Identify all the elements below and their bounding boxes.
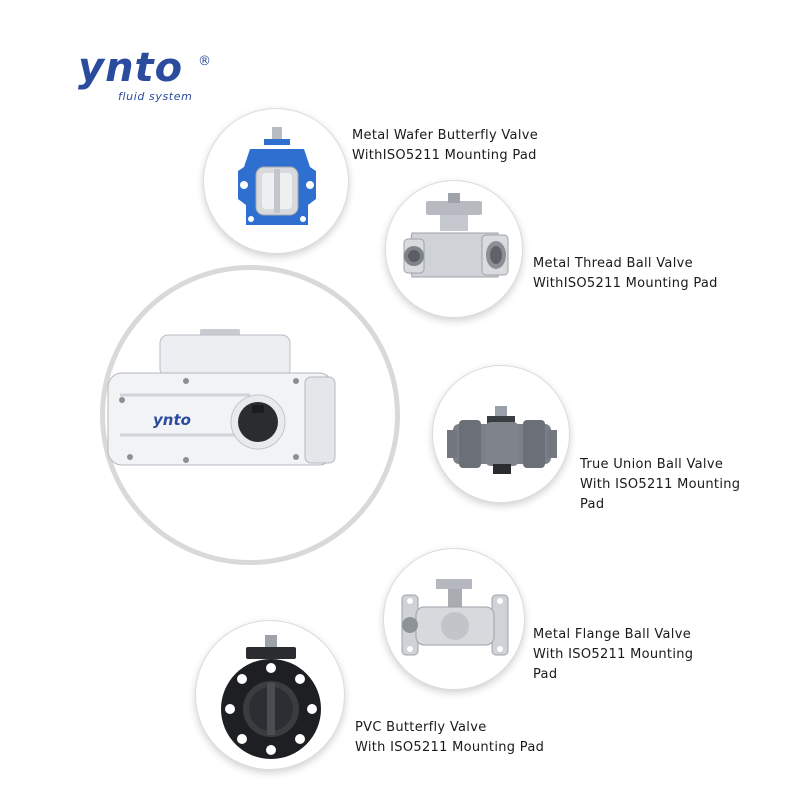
product-name: Metal Wafer Butterfly Valve [352, 128, 539, 143]
product-name: PVC Butterfly Valve [355, 720, 487, 735]
product-spec: With ISO5211 Mounting Pad [355, 740, 545, 755]
product-spec: With ISO5211 Mounting [580, 477, 741, 492]
product-label-metal-wafer-butterfly-valve: Metal Wafer Butterfly Valve WithISO5211 … [352, 126, 538, 166]
brand-logo-wordmark: ynto [78, 45, 184, 91]
electric-actuator-image [100, 325, 345, 475]
brand-logo-tagline: fluid system [118, 90, 193, 103]
product-spec-cont: Pad [533, 667, 558, 682]
product-image-metal-wafer-butterfly-valve [203, 108, 349, 254]
product-name: Metal Thread Ball Valve [533, 256, 693, 271]
product-image-true-union-ball-valve [432, 365, 570, 503]
product-image-metal-thread-ball-valve [385, 180, 523, 318]
actuator-logo-badge: ynto [153, 411, 191, 429]
product-name: Metal Flange Ball Valve [533, 627, 691, 642]
product-label-metal-thread-ball-valve: Metal Thread Ball Valve WithISO5211 Moun… [533, 254, 718, 294]
product-spec: With ISO5211 Mounting [533, 647, 694, 662]
product-spec-cont: Pad [580, 497, 605, 512]
product-image-pvc-butterfly-valve [195, 620, 345, 770]
product-spec: WithISO5211 Mounting Pad [533, 276, 718, 291]
product-label-true-union-ball-valve: True Union Ball Valve With ISO5211 Mount… [580, 455, 740, 515]
product-label-pvc-butterfly-valve: PVC Butterfly Valve With ISO5211 Mountin… [355, 718, 544, 758]
product-name: True Union Ball Valve [580, 457, 724, 472]
decorative-arc [100, 265, 400, 565]
product-label-metal-flange-ball-valve: Metal Flange Ball Valve With ISO5211 Mou… [533, 625, 693, 685]
product-image-metal-flange-ball-valve [383, 548, 525, 690]
product-spec: WithISO5211 Mounting Pad [352, 148, 537, 163]
registered-mark: ® [198, 54, 211, 69]
